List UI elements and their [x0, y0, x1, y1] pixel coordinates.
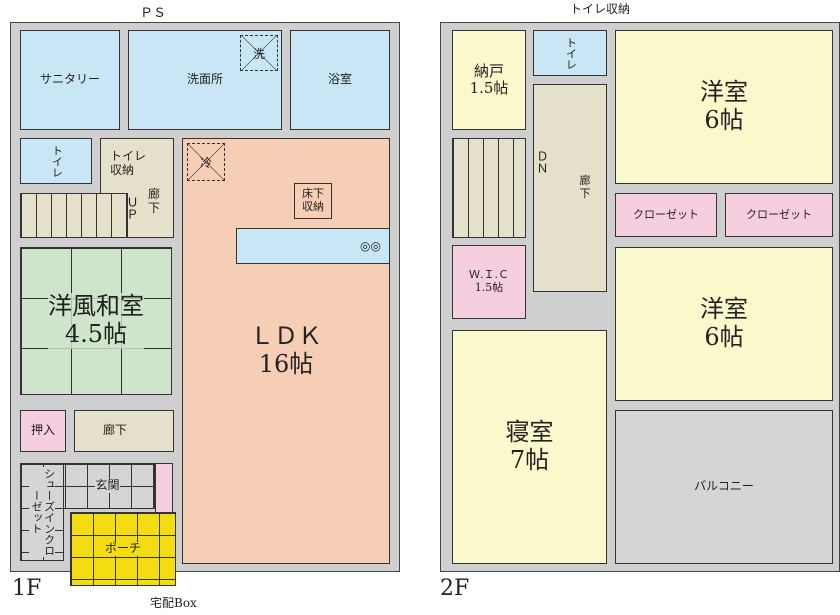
toilet-storage-label-2f: トイレ収納: [570, 2, 631, 16]
floor-label-1f: 1F: [12, 576, 42, 601]
room-label: サニタリー: [39, 72, 100, 87]
room-closet-a: クローゼット: [615, 193, 717, 237]
room-label: トイレ: [564, 36, 578, 70]
hall-label: 廊 下: [148, 187, 161, 215]
room-toilet-1f: トイレ: [20, 138, 92, 184]
room-label: Ｗ.Ｉ.Ｃ 1.5帖: [469, 268, 509, 294]
ps-label: ＰＳ: [140, 6, 167, 21]
room-label: トイレ: [50, 144, 64, 178]
washer-label: 洗: [252, 46, 265, 61]
room-japanese: 洋風和室 4.5帖: [20, 247, 172, 395]
room-toilet-2f: トイレ: [533, 30, 607, 76]
room-wic: Ｗ.Ｉ.Ｃ 1.5帖: [452, 245, 526, 319]
dn-label: ＤＮ: [535, 150, 549, 174]
toilet-storage-label: トイレ 収納: [110, 149, 147, 177]
room-label: 納戸 1.5帖: [469, 61, 509, 97]
room-label: シューズインクローゼット: [29, 467, 56, 557]
room-label: 洋室 6帖: [700, 78, 748, 134]
room-closet-b: クローゼット: [725, 193, 833, 237]
stairs-2f[interactable]: [452, 138, 526, 238]
room-western-2: 洋室 6帖: [615, 247, 833, 401]
room-label: 床下 収納: [302, 187, 324, 213]
room-ldk: ＬＤＫ 16帖: [182, 138, 390, 564]
stairs-1f[interactable]: [20, 193, 128, 238]
delivery-box: [155, 463, 173, 513]
room-bedroom: 寝室 7帖: [452, 330, 607, 564]
room-label: ポーチ: [104, 541, 141, 556]
room-label: 浴室: [327, 72, 352, 87]
room-porch: ポーチ: [70, 512, 176, 586]
room-label: クローゼット: [746, 207, 812, 221]
room-label: 洗面所: [186, 72, 223, 87]
room-label: 廊 下: [579, 174, 591, 200]
room-label: 寝室 7帖: [505, 418, 554, 474]
fridge-label: 冷: [199, 155, 212, 170]
room-hall-lower: 廊下: [74, 410, 174, 452]
stove-icon: ◎◎: [360, 239, 381, 253]
room-bath: 浴室: [290, 30, 390, 130]
fridge-icon: 冷: [187, 143, 225, 181]
room-storage-2f: 納戸 1.5帖: [452, 30, 526, 130]
room-label: 廊下: [103, 423, 128, 438]
kitchen-counter: ◎◎: [236, 228, 390, 264]
room-shoe-closet: シューズインクローゼット: [20, 463, 64, 561]
room-label: クローゼット: [633, 207, 699, 221]
room-label: 玄関: [95, 478, 120, 493]
washer-icon: 洗: [240, 35, 278, 71]
room-closet-1f: 押入: [20, 410, 66, 452]
delivery-box-label: 宅配Box: [150, 596, 197, 610]
room-sanitary: サニタリー: [20, 30, 120, 130]
room-label: 押入: [30, 423, 55, 438]
underfloor-storage: 床下 収納: [294, 183, 332, 219]
room-balcony: バルコニー: [615, 410, 833, 564]
up-label: ＵＰ: [125, 196, 139, 220]
room-label: 洋室 6帖: [700, 295, 748, 351]
room-label: バルコニー: [694, 479, 754, 494]
room-western-1: 洋室 6帖: [615, 30, 833, 184]
room-hall-2f: 廊 下: [533, 84, 607, 292]
room-label: 洋風和室 4.5帖: [48, 292, 144, 349]
room-label: ＬＤＫ 16帖: [250, 322, 322, 378]
floor-label-2f: 2F: [440, 576, 470, 601]
